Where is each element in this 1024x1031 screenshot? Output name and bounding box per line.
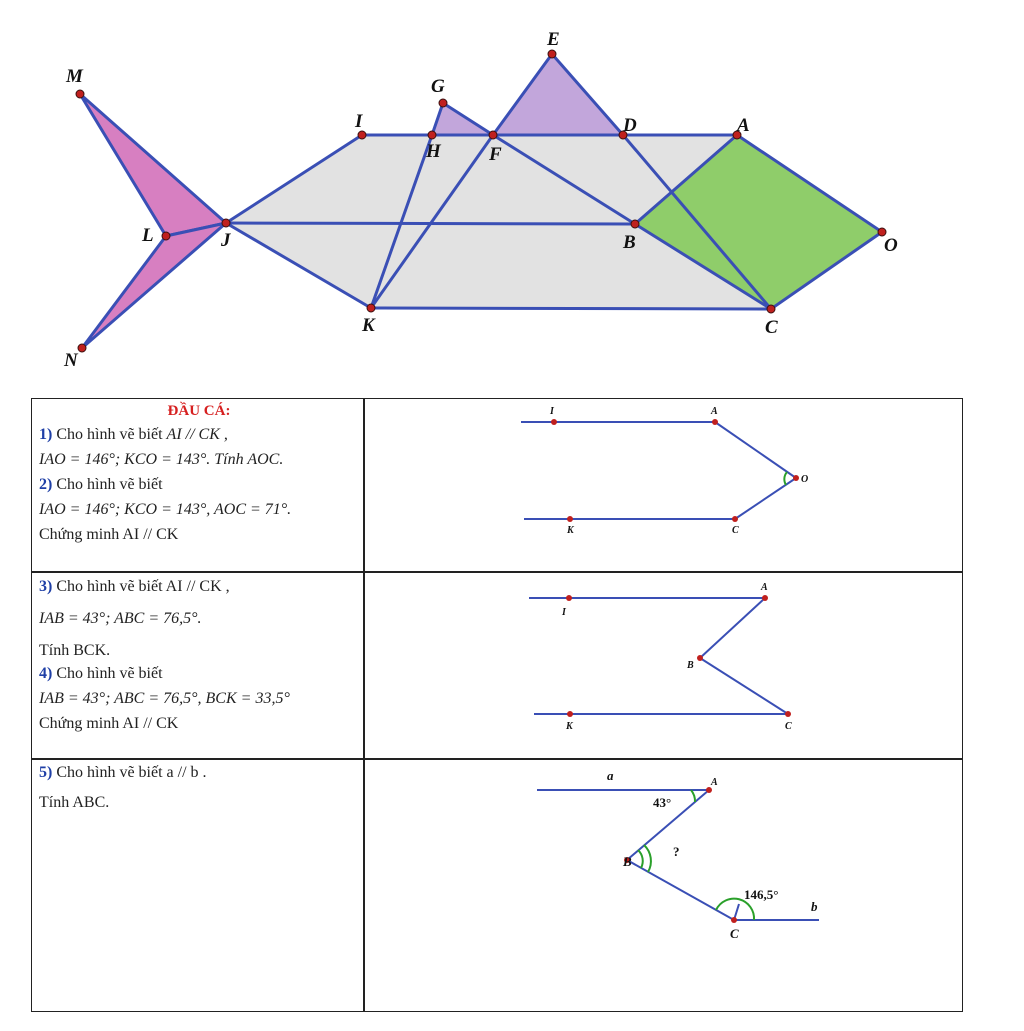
triangle-efd <box>490 51 627 137</box>
problem-3-text: Cho hình vẽ biết AI // CK , <box>56 578 230 595</box>
problem-2-text: Cho hình vẽ biết <box>56 476 163 493</box>
d2-label-b: B <box>686 660 694 671</box>
point-label-m: M <box>65 66 84 87</box>
d3-label-b-point: B <box>622 854 632 869</box>
point-label-g: G <box>431 76 445 97</box>
d1-label-k: K <box>566 525 575 536</box>
problem-1-math: AI // CK , <box>166 426 228 443</box>
problem-5-number: 5) <box>39 764 53 781</box>
d3-label-a: A <box>710 777 718 788</box>
d2-label-a: A <box>760 582 768 593</box>
section-title: ĐẦU CÁ: <box>167 403 231 419</box>
problem-5-text: Cho hình vẽ biết a // b . <box>56 764 207 781</box>
point-label-b: B <box>622 232 636 253</box>
d1-label-o: O <box>801 474 808 485</box>
point-label-a: A <box>736 115 750 136</box>
d1-label-a: A <box>710 406 718 417</box>
point-label-j: J <box>220 230 231 251</box>
problem-3-compute: Tính BCK. <box>39 642 111 659</box>
problem-2-angles: IAO = 146°; KCO = 143°, AOC = 71°. <box>39 501 292 518</box>
point-label-e: E <box>546 29 560 50</box>
problem-1-angles: IAO = 146°; KCO = 143°. Tính AOC. <box>39 451 284 468</box>
diagram-3: a A 43° ? B 146,5° b C <box>537 768 819 941</box>
exercise-table: ĐẦU CÁ: 1) Cho hình vẽ biết AI // CK , I… <box>31 398 963 1012</box>
point-label-f: F <box>488 144 502 165</box>
d1-label-c: C <box>732 525 739 536</box>
problem-4-angles: IAB = 43°; ABC = 76,5°, BCK = 33,5° <box>39 690 290 707</box>
d3-label-line-a: a <box>607 768 614 783</box>
point-label-i: I <box>354 111 363 132</box>
problem-3-number: 3) <box>39 578 53 595</box>
fish-body-region <box>226 135 771 309</box>
d3-angle-c: 146,5° <box>744 887 778 902</box>
row1-text: ĐẦU CÁ: 1) Cho hình vẽ biết AI // CK , I… <box>39 401 357 552</box>
problem-2-prove: Chứng minh AI // CK <box>39 526 179 543</box>
point-label-c: C <box>765 317 778 338</box>
d3-label-line-b: b <box>811 899 818 914</box>
row-divider-2 <box>32 758 962 760</box>
d3-label-c: C <box>730 926 739 941</box>
d3-angle-a: 43° <box>653 795 671 810</box>
row2-text: 3) Cho hình vẽ biết AI // CK , IAB = 43°… <box>39 576 357 741</box>
point-label-h: H <box>425 141 442 162</box>
d3-angle-b: ? <box>673 844 680 859</box>
problem-1-text: Cho hình vẽ biết <box>56 426 163 443</box>
problem-5-compute: Tính ABC. <box>39 794 110 811</box>
problem-1-number: 1) <box>39 426 53 443</box>
problem-2-number: 2) <box>39 476 53 493</box>
point-label-n: N <box>63 350 79 371</box>
column-divider <box>363 399 365 1011</box>
triangle-ghf <box>429 100 499 137</box>
point-label-d: D <box>622 115 637 136</box>
fish-geometry-figure: M G E I H F D A L J B O K C N <box>63 29 898 371</box>
diagram-2: A I B K C <box>529 582 792 732</box>
problem-3-angles: IAB = 43°; ABC = 76,5°. <box>39 610 202 627</box>
point-label-o: O <box>884 235 898 256</box>
problem-4-prove: Chứng minh AI // CK <box>39 715 179 732</box>
diagram-1: I A O K C <box>521 406 808 536</box>
d2-label-k: K <box>565 721 574 732</box>
row3-text: 5) Cho hình vẽ biết a // b . Tính ABC. <box>39 762 357 820</box>
problem-4-text: Cho hình vẽ biết <box>56 665 163 682</box>
d1-label-i: I <box>549 406 555 417</box>
fish-tail-lower <box>80 221 227 350</box>
row-divider-1 <box>32 571 962 573</box>
d2-label-i: I <box>561 607 567 618</box>
d2-label-c: C <box>785 721 792 732</box>
problem-4-number: 4) <box>39 665 53 682</box>
fish-tail-upper <box>78 92 230 238</box>
point-label-k: K <box>361 315 376 336</box>
point-label-l: L <box>141 225 154 246</box>
